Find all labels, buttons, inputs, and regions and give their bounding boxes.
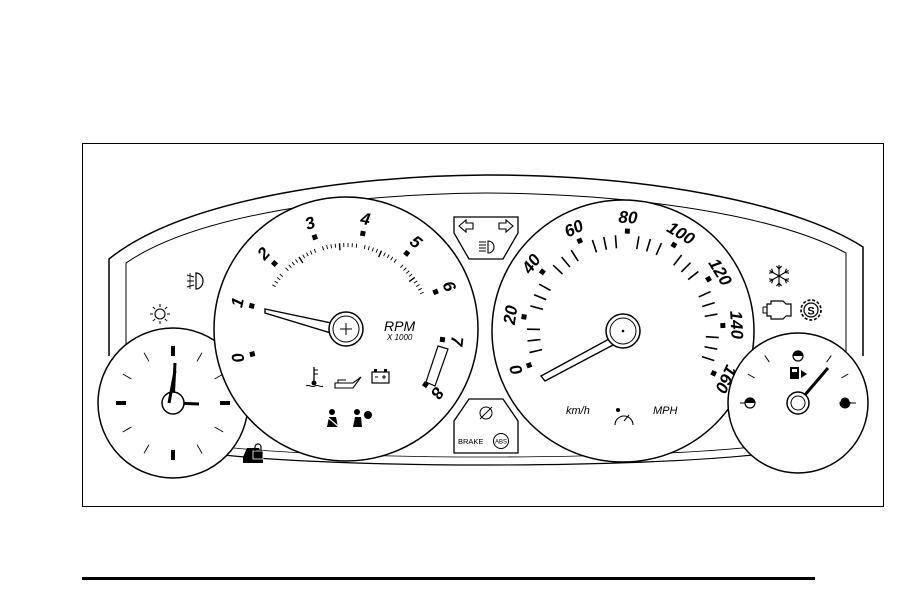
clock-hour-marker [116,401,126,405]
clock-hour-marker [171,450,175,460]
speed-unit-mph: MPH [653,405,678,417]
lights-on-icon [150,304,170,324]
clock-hour-marker [220,401,230,405]
svg-text:S: S [807,306,814,318]
speed-number-20: 20 [500,304,522,327]
brake-abs-pod: BRAKE ABS [454,399,518,453]
footer-rule [82,577,815,580]
speed-number-140: 140 [726,310,747,340]
security-icon [243,444,263,463]
speed-number-80: 80 [618,208,638,228]
service-icon: S [801,300,821,320]
low-fuel-lamp [840,397,851,409]
snowflake-icon [769,265,789,287]
speed-minor-tick [706,337,719,338]
cluster-bottom-bezel [206,453,771,465]
tach-minor-tick [339,243,340,250]
tach-minor-tick [335,244,336,248]
speed-minor-tick [615,235,616,248]
speed-major-tick [521,314,527,320]
brake-label: BRAKE [458,437,483,446]
fuel-gauge [728,333,868,473]
speed-unit-kmh: km/h [566,405,590,417]
tach-multiplier-label: X 1000 [386,333,413,342]
speed-major-tick [720,323,725,328]
tach-major-tick [360,231,366,237]
fuel-full-marker [793,351,803,361]
clock-hour-marker [171,346,175,356]
front-fog-lamp-icon [187,273,203,289]
tach-major-tick [440,337,446,343]
fuel-empty-marker [745,398,755,408]
speed-major-tick [625,228,630,233]
turn-signal-pod [454,217,518,259]
svg-text:ABS: ABS [495,440,507,446]
tach-unit-label: RPM [384,318,415,334]
check-engine-icon [763,301,791,319]
